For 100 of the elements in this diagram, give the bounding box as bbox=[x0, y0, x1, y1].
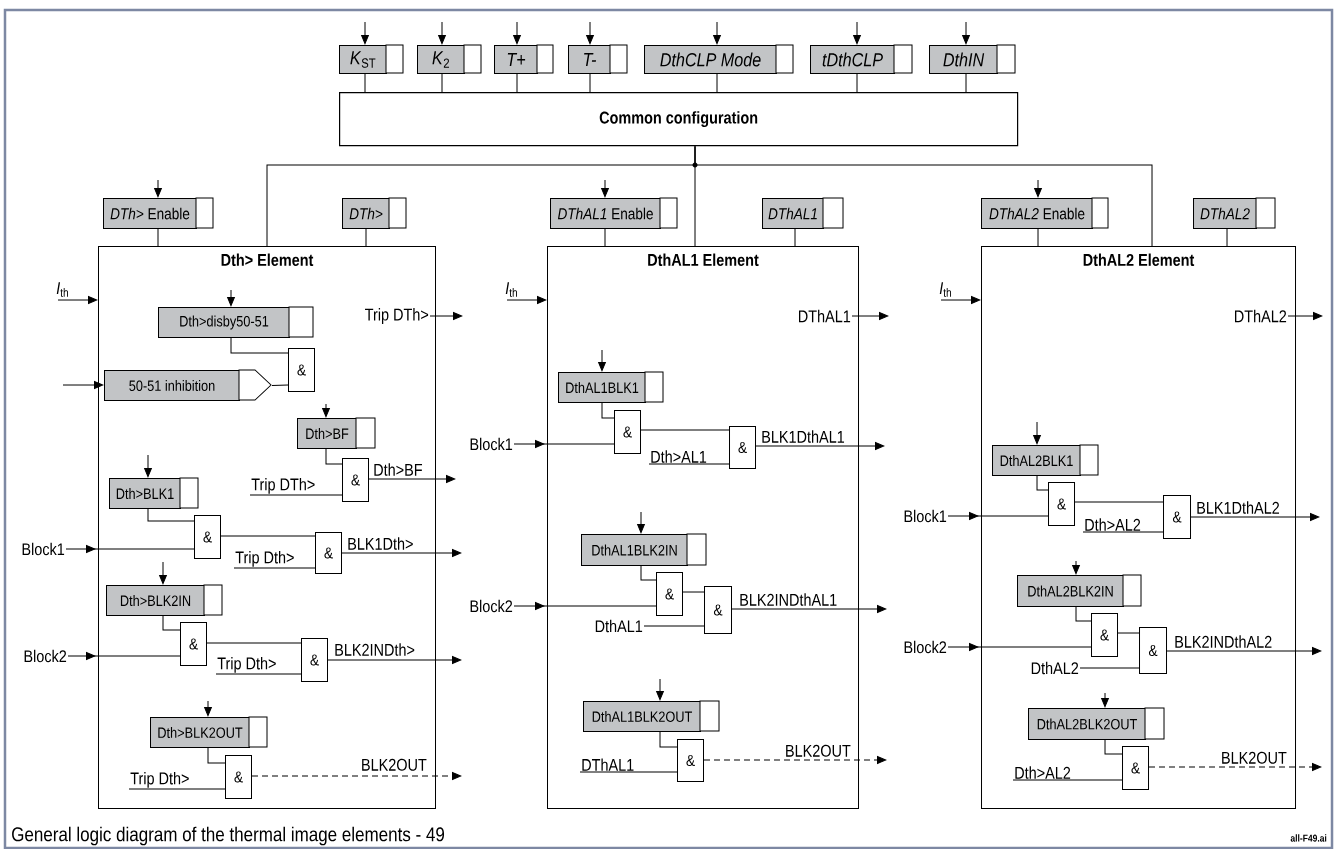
arrow bbox=[1148, 763, 1322, 771]
connector-line bbox=[589, 73, 591, 93]
signal-label: Trip Dth> bbox=[130, 771, 189, 788]
edge-label: I$_{th}$ bbox=[504, 281, 520, 298]
signal-label: Block2 bbox=[904, 640, 947, 654]
and-gate: & bbox=[1122, 746, 1149, 790]
arrow bbox=[513, 602, 657, 610]
edge-label: BLK1DthAL1 bbox=[760, 429, 846, 444]
arrow bbox=[755, 442, 885, 450]
connector-line bbox=[1074, 501, 1164, 503]
arrow bbox=[513, 21, 521, 45]
connector-line bbox=[271, 384, 289, 386]
connector-line bbox=[1104, 739, 1123, 755]
connector-line bbox=[516, 73, 518, 93]
and-gate: & bbox=[1139, 627, 1167, 674]
connector-line bbox=[1075, 606, 1092, 622]
arrow bbox=[853, 21, 861, 45]
connector-line bbox=[233, 567, 316, 569]
configuration-box: Common configuration bbox=[339, 92, 1019, 147]
connector-line bbox=[965, 73, 967, 93]
caption: General logic diagram of the thermal image elements - 49 bbox=[12, 826, 445, 846]
setting-box: DthIN bbox=[929, 44, 1016, 74]
and-gate: & bbox=[677, 739, 704, 782]
arrow bbox=[65, 545, 195, 553]
arrow bbox=[1101, 692, 1109, 708]
signal-label: DThAL1 bbox=[582, 758, 634, 771]
and-gate: & bbox=[614, 410, 641, 454]
signal-label: Block1 bbox=[904, 509, 947, 523]
edge-label: BLK1Dth> bbox=[346, 536, 415, 551]
connector-line bbox=[128, 788, 226, 790]
arrow bbox=[159, 561, 167, 585]
connector-line bbox=[441, 73, 443, 93]
and-gate: & bbox=[301, 638, 328, 682]
and-gate: & bbox=[342, 458, 369, 502]
connector-line bbox=[682, 591, 705, 593]
arrow bbox=[154, 179, 162, 198]
setting-box: Dth>BLK1 bbox=[109, 477, 199, 509]
setting-box: Dth>BLK2OUT bbox=[150, 716, 268, 748]
signal-label: Trip DTh> bbox=[251, 477, 315, 494]
connector-line bbox=[601, 402, 615, 419]
arrow bbox=[1190, 513, 1320, 521]
file-name: all-F49.ai bbox=[1290, 834, 1327, 842]
setting-box: Dth>BLK2IN bbox=[106, 584, 223, 616]
arrow bbox=[251, 772, 462, 780]
connector-line bbox=[1036, 475, 1049, 491]
arrow bbox=[1072, 560, 1080, 575]
connector-line bbox=[365, 228, 367, 247]
edge-label: BLK2OUT bbox=[783, 743, 852, 758]
signal-label: Trip DTh> bbox=[365, 308, 429, 324]
edge-label: BLK1DthAL2 bbox=[1195, 500, 1281, 515]
and-gate: & bbox=[194, 515, 221, 559]
edge-label: BLK2INDthAL1 bbox=[738, 592, 839, 607]
arrow bbox=[1287, 312, 1323, 320]
arrow bbox=[513, 440, 615, 448]
signal-label: Trip Dth> bbox=[217, 656, 276, 673]
signal-label: Block1 bbox=[470, 437, 513, 451]
signal-label: Block1 bbox=[22, 542, 65, 556]
connector-line bbox=[659, 731, 678, 748]
connector-line bbox=[1226, 228, 1228, 247]
and-gate: & bbox=[1048, 482, 1075, 526]
signal-label: Dth>AL2 bbox=[1015, 766, 1071, 779]
connector-line bbox=[604, 228, 606, 247]
signal-label: Dth>AL1 bbox=[651, 450, 707, 463]
connector-line bbox=[157, 228, 159, 247]
arrow bbox=[731, 605, 887, 613]
and-gate: & bbox=[1163, 495, 1191, 539]
arrow bbox=[1033, 421, 1041, 445]
connector-line bbox=[794, 228, 796, 247]
arrow bbox=[57, 296, 98, 304]
setting-box: DThAL1 bbox=[762, 197, 844, 229]
signal-label: Trip Dth> bbox=[235, 550, 294, 567]
arrow bbox=[1034, 179, 1042, 198]
connector-line bbox=[220, 535, 316, 537]
edge-label: BLK2INDth> bbox=[333, 642, 416, 657]
arrow bbox=[947, 512, 1049, 520]
connector-line bbox=[325, 448, 343, 465]
arrow bbox=[947, 643, 1092, 651]
setting-box: DthAL1BLK2OUT bbox=[583, 700, 720, 732]
arrow bbox=[322, 403, 330, 418]
connector-line bbox=[1012, 779, 1123, 781]
arrow bbox=[713, 21, 721, 45]
connector-line bbox=[1082, 531, 1164, 533]
arrow bbox=[144, 454, 152, 478]
and-gate: & bbox=[225, 755, 252, 799]
arrow bbox=[438, 21, 446, 45]
connector-line bbox=[206, 642, 302, 644]
and-gate: & bbox=[288, 348, 315, 392]
signal-label: DthAL1 bbox=[595, 619, 643, 633]
setting-box: DThAL1 Enable bbox=[550, 197, 678, 229]
signal-label: DThAL2 bbox=[1235, 309, 1287, 323]
arrow bbox=[656, 678, 664, 701]
setting-box: DthAL2BLK2OUT bbox=[1028, 707, 1165, 740]
connector-line bbox=[162, 615, 181, 631]
setting-box: DthAL2BLK2IN bbox=[1017, 574, 1142, 607]
arrow bbox=[506, 296, 547, 304]
edge-label: BLK2INDthAL2 bbox=[1173, 634, 1274, 649]
arrow bbox=[962, 21, 970, 45]
setting-box: DThAL2 Enable bbox=[981, 197, 1109, 229]
connector-line bbox=[215, 673, 302, 675]
signal-label: DthAL2 bbox=[1031, 661, 1079, 675]
